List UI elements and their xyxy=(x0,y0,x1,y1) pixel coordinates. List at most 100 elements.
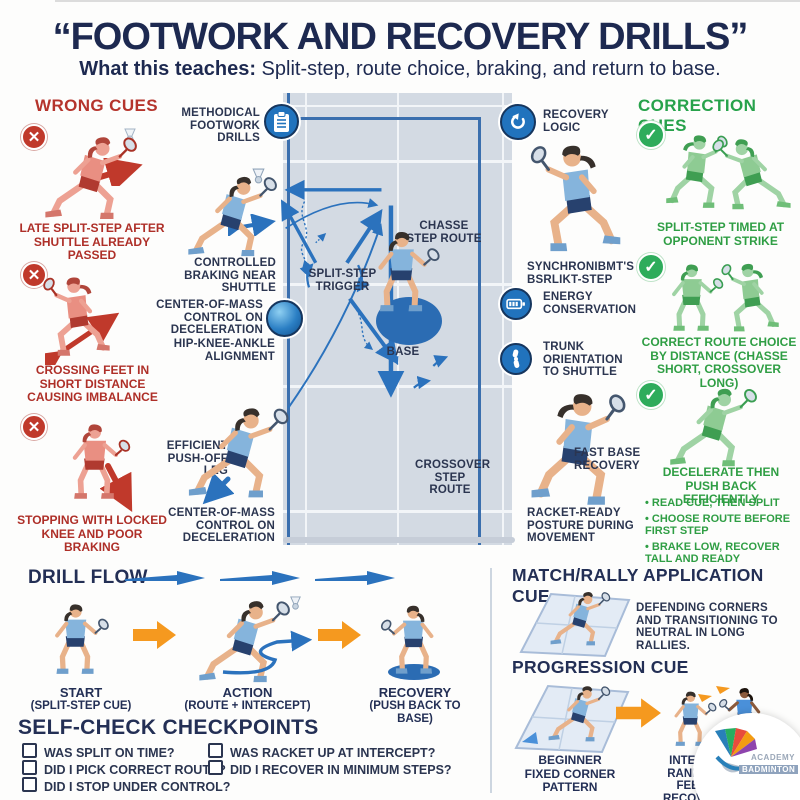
checkpoint-row: WAS RACKET UP AT INTERCEPT? xyxy=(208,743,435,760)
step-action-title: ACTION xyxy=(222,685,273,700)
player-pair-route-choice xyxy=(650,256,732,345)
label-crossover-step-route: CROSSOVER STEP ROUTE xyxy=(415,459,491,496)
step-recovery: RECOVERY (PUSH BACK TO BASE) xyxy=(350,686,480,725)
label-fast-base-recovery: FAST BASE RECOVERY xyxy=(574,447,641,472)
checkbox xyxy=(208,760,223,775)
checkpoint-row: DID I PICK CORRECT ROUTE? xyxy=(22,760,226,777)
wrong-arrow-2 xyxy=(45,312,120,365)
checkpoint-label: WAS RACKET UP AT INTERCEPT? xyxy=(230,746,436,760)
player-figure-push-off xyxy=(182,396,294,509)
player-figure-locked-knee xyxy=(48,412,140,517)
page-title: “FOOTWORK AND RECOVERY DRILLS” xyxy=(52,16,749,58)
step-recovery-sub: (PUSH BACK TO BASE) xyxy=(369,700,461,725)
action-route-arrow xyxy=(222,630,313,675)
drill-flow-heading: DRILL FLOW xyxy=(28,567,148,588)
wrong-cues-heading: WRONG CUES xyxy=(35,96,158,115)
checkbox xyxy=(208,743,223,758)
top-border-line xyxy=(55,0,800,2)
step-action: ACTION (ROUTE + INTERCEPT) xyxy=(180,686,315,713)
wrong-caption-1: LATE SPLIT-STEP AFTER SHUTTLE ALREADY PA… xyxy=(19,221,165,262)
checkpoint-row: WAS SPLIT ON TIME? xyxy=(22,743,175,760)
player-figure-application xyxy=(540,586,620,653)
joint-icon xyxy=(500,343,532,375)
application-heading: MATCH/RALLY APPLICATION CUE xyxy=(512,565,764,606)
step-start: START (SPLIT-STEP CUE) xyxy=(25,686,137,713)
label-split-step-trigger: SPLIT-STEP TRIGGER xyxy=(308,268,377,293)
orange-arrow xyxy=(616,698,661,728)
label-com-deceleration-bottom: CENTER-OF-MASS CONTROL ON DECELERATION xyxy=(168,507,275,544)
player-figure-recovery xyxy=(372,594,456,691)
bullet-item: CHOOSE ROUTE BEFORE FIRST STEP xyxy=(645,513,797,538)
logo-text-badminton: BADMINTON xyxy=(739,765,799,774)
progression-heading: PROGRESSION CUE xyxy=(512,657,689,677)
wrong-caption-2: CROSSING FEET IN SHORT DISTANCE CAUSING … xyxy=(27,363,158,404)
subtitle-rest: Split-step, route choice, braking, and r… xyxy=(255,58,721,80)
x-icon: ✕ xyxy=(21,414,47,440)
checkpoint-label: DID I STOP UNDER CONTROL? xyxy=(44,780,231,794)
label-energy-conservation: ENERGY CONSERVATION xyxy=(543,291,637,316)
correction-caption-2: CORRECT ROUTE CHOICE BY DISTANCE (CHASSE… xyxy=(641,335,797,390)
label-methodical-footwork: METHODICAL FOOTWORK DRILLS xyxy=(181,107,260,144)
checkbox xyxy=(22,760,37,775)
bullet-item: BRAKE LOW, RECOVER TALL AND READY xyxy=(645,541,797,566)
route-arrows-overlay xyxy=(280,179,449,409)
label-com-deceleration-top: CENTER-OF-MASS CONTROL ON DECELERATION xyxy=(156,299,263,336)
shuttlecock-icon xyxy=(288,596,303,611)
intermediate-line-3: RECOVERY xyxy=(662,792,728,800)
player-figure-crossing-feet xyxy=(30,272,125,367)
checkpoint-row: DID I RECOVER IN MINIMUM STEPS? xyxy=(208,760,452,777)
wrong-caption-3: STOPPING WITH LOCKED KNEE AND POOR BRAKI… xyxy=(17,513,167,554)
recovery-return-icon xyxy=(500,104,536,140)
checkbox xyxy=(22,743,37,758)
wrong-arrow-3 xyxy=(100,463,133,512)
player-pair-split-timed xyxy=(652,126,740,223)
player-figure-late-split xyxy=(38,128,143,228)
shuttlecock-logo-icon xyxy=(715,728,757,773)
correction-caption-1: SPLIT-STEP TIMED AT OPPONENT STRIKE xyxy=(656,220,785,248)
label-controlled-braking: CONTROLLED BRAKING NEAR SHUTTLE xyxy=(184,257,276,294)
player-figure-start xyxy=(32,592,118,692)
x-icon: ✕ xyxy=(21,262,47,288)
correction-bullet-list: READ CUE, THEN SPLIT CHOOSE ROUTE BEFORE… xyxy=(645,497,797,569)
checkpoint-row: DID I STOP UNDER CONTROL? xyxy=(22,777,230,794)
label-chasse-step-route: CHASSE STEP ROUTE xyxy=(406,220,482,245)
step-start-sub: (SPLIT-STEP CUE) xyxy=(30,700,132,712)
clipboard-icon xyxy=(264,104,299,139)
section-divider xyxy=(490,568,492,793)
player-figure-beginner xyxy=(538,680,620,749)
checkpoint-label: WAS SPLIT ON TIME? xyxy=(44,746,175,760)
player-figure-controlled-braking xyxy=(178,168,286,265)
step-action-sub: (ROUTE + INTERCEPT) xyxy=(184,700,311,712)
label-racket-ready: RACKET-READY POSTURE DURING MOVEMENT xyxy=(527,507,634,544)
battery-icon xyxy=(500,288,532,320)
orange-arrow xyxy=(133,621,176,649)
label-base: BASE xyxy=(386,346,420,358)
beginner-caption: BEGINNER FIXED CORNER PATTERN xyxy=(524,753,616,794)
flow-arrows xyxy=(125,571,395,585)
label-trunk-orientation: TRUNK ORIENTATION TO SHUTTLE xyxy=(543,341,623,378)
label-recovery-logic: RECOVERY LOGIC xyxy=(543,109,609,134)
check-icon: ✓ xyxy=(637,253,665,281)
checkbox xyxy=(22,777,37,792)
player-figure-decelerate xyxy=(658,380,768,475)
push-off-arrow xyxy=(202,474,234,505)
step-start-title: START xyxy=(59,685,103,700)
label-synchronized-split-step: SYNCHRONIBMT'S BSRLIKT-STEP xyxy=(527,261,635,286)
bullet-item: READ CUE, THEN SPLIT xyxy=(645,497,797,510)
academy-logo: ACADEMY BADMINTON xyxy=(693,713,800,800)
logo-text-academy: ACADEMY xyxy=(751,753,795,762)
self-check-heading: SELF-CHECK CHECKPOINTS xyxy=(18,716,319,739)
player-figure-base-split xyxy=(352,218,450,331)
check-icon: ✓ xyxy=(637,121,665,149)
checkpoint-label: DID I RECOVER IN MINIMUM STEPS? xyxy=(230,763,452,777)
subtitle-lead: What this teaches: xyxy=(79,58,256,80)
checkpoint-label: DID I PICK CORRECT ROUTE? xyxy=(44,763,226,777)
orange-arrow xyxy=(318,621,361,649)
feed-arrows xyxy=(698,686,730,702)
label-hip-knee-ankle: HIP-KNEE-ANKLE ALIGNMENT xyxy=(173,338,275,363)
x-icon: ✕ xyxy=(21,124,47,150)
step-recovery-title: RECOVERY xyxy=(378,685,452,700)
ball-icon xyxy=(266,300,303,337)
application-text: DEFENDING CORNERS AND TRANSITIONING TO N… xyxy=(636,602,778,652)
